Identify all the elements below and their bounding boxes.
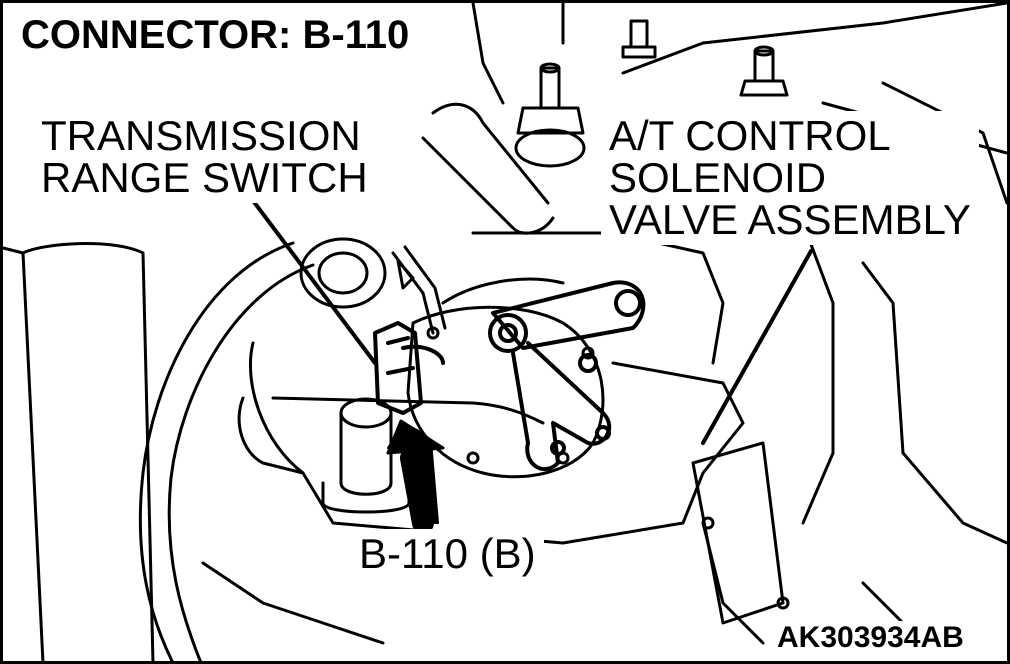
label-line: TRANSMISSION (41, 112, 361, 159)
left-hose-tube (3, 242, 155, 661)
label-connector-b110: B-110 (B) (351, 529, 544, 579)
transmission-line-art (3, 3, 1007, 661)
label-line: RANGE SWITCH (41, 154, 368, 201)
connector-b110 (373, 321, 445, 415)
mount-bracket (691, 441, 790, 625)
label-line: VALVE ASSEMBLY (609, 196, 971, 243)
curved-harness (138, 241, 315, 661)
label-transmission-range-switch: TRANSMISSION RANGE SWITCH (33, 111, 376, 203)
figure-code: AK303934AB (773, 621, 968, 655)
upper-breather-hose (421, 102, 555, 235)
range-switch-lever (488, 280, 646, 471)
connector-arrow (386, 419, 445, 534)
label-at-control-solenoid-valve-assembly: A/T CONTROL SOLENOID VALVE ASSEMBLY (601, 111, 979, 245)
transmission-range-switch-body (406, 305, 605, 479)
top-bolt (621, 19, 657, 59)
upper-bolt-right (739, 45, 789, 97)
case-boss (299, 237, 387, 309)
label-line: A/T CONTROL (609, 112, 891, 159)
diagram-title: CONNECTOR: B-110 (7, 9, 418, 61)
leader-line-range-switch (249, 196, 377, 365)
transmission-case (201, 3, 1007, 645)
harness-wire (391, 245, 565, 335)
drain-plug (321, 397, 411, 514)
upper-bolt-left (514, 62, 586, 168)
leader-line-solenoid (701, 249, 813, 445)
label-line: SOLENOID (609, 154, 827, 201)
